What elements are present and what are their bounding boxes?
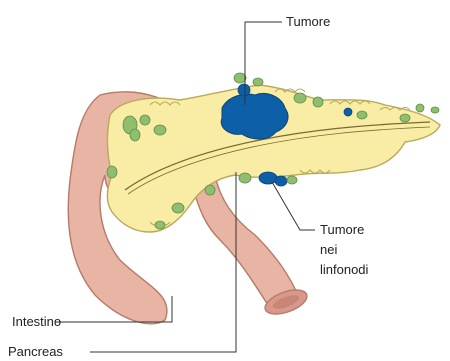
label-lymph-tumor-line3: linfonodi (320, 262, 369, 277)
label-lymph-tumor-line2: nei (320, 242, 337, 257)
tumor-nodule (344, 108, 352, 116)
label-lymph-tumor-line1: Tumore (320, 222, 364, 237)
label-tumor: Tumore (286, 14, 330, 29)
leader-line-lymph-tumor (272, 182, 315, 230)
lymph-node-tumor (275, 176, 287, 186)
label-intestine: Intestino (12, 314, 61, 329)
tumor-nodule (238, 84, 250, 96)
label-pancreas: Pancreas (8, 344, 63, 359)
lymph-node-tumor (259, 172, 277, 184)
